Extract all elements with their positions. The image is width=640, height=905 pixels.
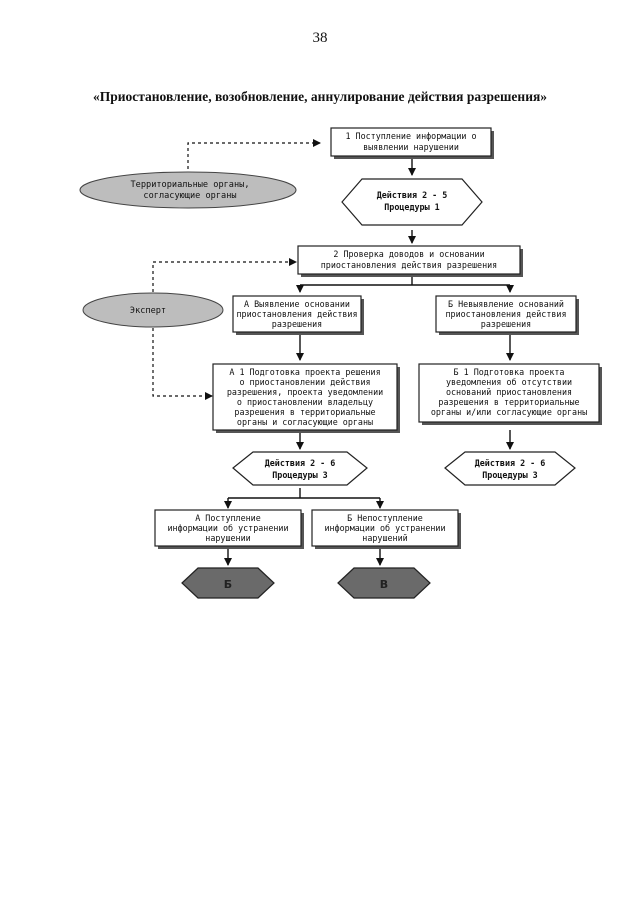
ab-line-2: информации об устранении [324, 523, 445, 533]
step-2-line-2: приостановления действия разрешения [321, 260, 497, 270]
b1-line-3: оснований приостановления [446, 387, 572, 397]
branch-b-line-1: Б Невыявление оснований [448, 299, 564, 309]
hexB-line-1: Действия 2 - 6 [475, 458, 546, 468]
branch-b-line-3: разрешения [481, 319, 531, 329]
step-b1-box: Б 1 Подготовка проекта уведомления об от… [418, 363, 602, 425]
step-2-box: 2 Проверка доводов и основании приостано… [297, 245, 523, 277]
step-1-line-2: выявлении нарушении [363, 142, 459, 152]
b1-line-5: органы и/или согласующие органы [431, 407, 587, 417]
b1-line-4: разрешения в территориальные [438, 397, 579, 407]
branch-b-line-2: приостановления действия [445, 309, 566, 319]
actions-hexagon-b: Действия 2 - 6 Процедуры 3 [444, 451, 576, 486]
b1-line-2: уведомления об отсутствии [446, 377, 572, 387]
a1-line-6: органы и согласующие органы [237, 417, 373, 427]
info-received-box: А Поступление информации об устранении н… [154, 509, 304, 549]
branch-a-line-3: разрешения [272, 319, 322, 329]
aa-line-1: А Поступление [195, 513, 261, 523]
territorial-line-1: Территориальные органы, [131, 180, 250, 190]
territorial-line-2: согласующие органы [143, 191, 236, 201]
page-number: 38 [312, 30, 328, 46]
terminal-b-label: Б [224, 578, 232, 591]
step-1-line-1: 1 Поступление информации о [345, 131, 476, 141]
hexA-line-2: Процедуры 3 [272, 470, 327, 480]
a1-line-4: о приостановлении владельцу [237, 397, 373, 407]
step-a1-box: А 1 Подготовка проекта решения о приоста… [212, 363, 400, 433]
branch-a-line-1: А Выявление основании [244, 299, 350, 309]
branch-a-box: А Выявление основании приостановления де… [232, 295, 364, 335]
actions-hexagon-a: Действия 2 - 6 Процедуры 3 [232, 451, 368, 486]
ab-line-1: Б Непоступление [347, 513, 423, 523]
connectors [152, 139, 514, 566]
territorial-agencies-ellipse: Территориальные органы, согласующие орга… [79, 171, 297, 209]
expert-label: Эксперт [130, 306, 166, 316]
branch-a-line-2: приостановления действия [236, 309, 357, 319]
hex1-line-2: Процедуры 1 [384, 202, 439, 212]
step-1-box: 1 Поступление информации о выявлении нар… [330, 127, 494, 159]
step-2-line-1: 2 Проверка доводов и основании [333, 249, 484, 259]
hex1-line-1: Действия 2 - 5 [377, 190, 448, 200]
aa-line-2: информации об устранении [167, 523, 288, 533]
a1-line-1: А 1 Подготовка проекта решения [229, 367, 380, 377]
b1-line-1: Б 1 Подготовка проекта [454, 367, 565, 377]
info-not-received-box: Б Непоступление информации об устранении… [311, 509, 461, 549]
a1-line-5: разрешения в территориальные [234, 407, 375, 417]
ab-line-3: нарушений [362, 533, 407, 543]
hexB-line-2: Процедуры 3 [482, 470, 537, 480]
branch-b-box: Б Невыявление оснований приостановления … [435, 295, 579, 335]
terminal-v-label: В [380, 578, 388, 591]
a1-line-3: разрешения, проекта уведомлении [227, 387, 383, 397]
a1-line-2: о приостановлении действия [239, 377, 370, 387]
terminal-hexagon-v: В [337, 567, 431, 599]
actions-hexagon-1: Действия 2 - 5 Процедуры 1 [341, 178, 483, 226]
terminal-hexagon-b: Б [181, 567, 275, 599]
hexA-line-1: Действия 2 - 6 [265, 458, 336, 468]
page-title: «Приостановление, возобновление, аннулир… [92, 89, 548, 104]
expert-ellipse: Эксперт [82, 292, 224, 328]
aa-line-3: нарушении [205, 533, 250, 543]
